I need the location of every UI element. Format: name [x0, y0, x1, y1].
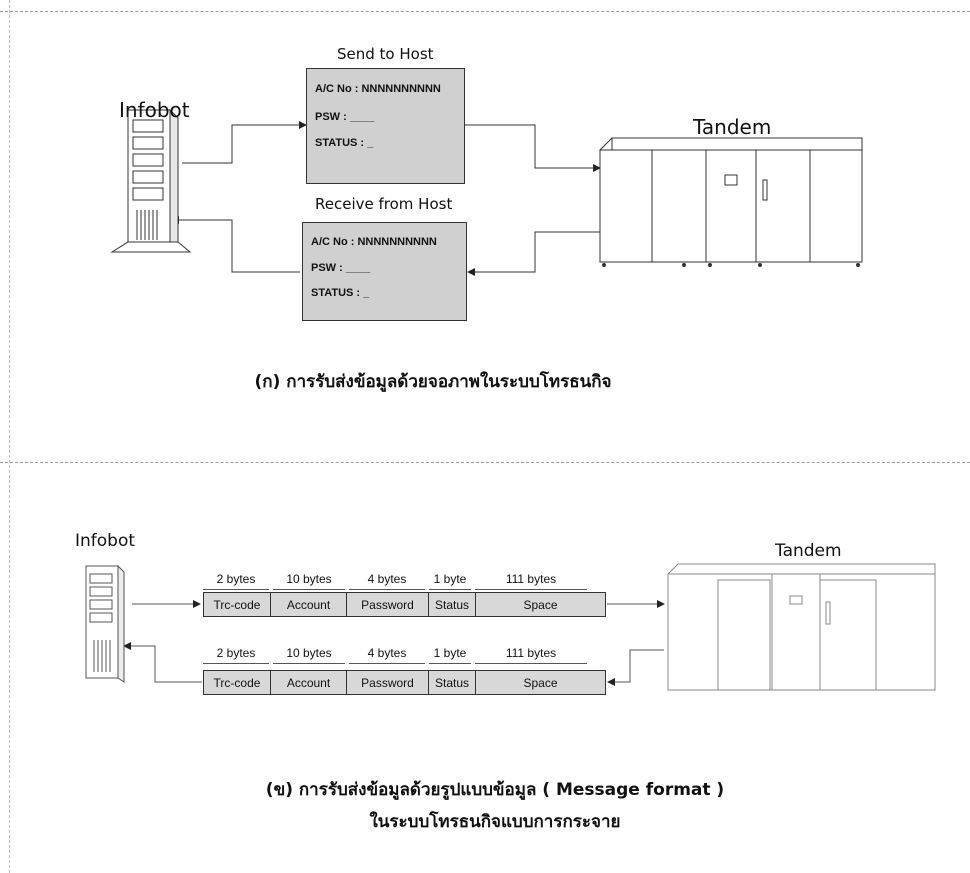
send-psw-field: PSW : ____ — [315, 111, 374, 123]
receive-field-password: Password — [347, 670, 429, 695]
send-to-host-title: Send to Host — [337, 45, 434, 63]
receive-bytes-password: 4 bytes — [349, 646, 425, 664]
receive-arrow-to-infobot — [172, 220, 300, 272]
send-acno-field: A/C No : NNNNNNNNNN — [315, 83, 441, 95]
receive-field-space: Space — [476, 670, 606, 695]
receive-message: Trc-code Account Password Status Space — [203, 670, 606, 695]
caption-a: (ก) การรับส่งข้อมูลด้วยจอภาพในระบบโทรธนก… — [160, 368, 706, 395]
receive-byte-sizes: 2 bytes 10 bytes 4 bytes 1 byte 111 byte… — [201, 646, 589, 664]
send-screen: A/C No : NNNNNNNNNN PSW : ____ STATUS : … — [306, 68, 465, 184]
tandem-mainframe-icon — [600, 138, 862, 267]
receive-bytes-space: 111 bytes — [475, 646, 587, 664]
receive-screen: A/C No : NNNNNNNNNN PSW : ____ STATUS : … — [302, 222, 467, 321]
tandem-mainframe-icon-small — [668, 564, 935, 690]
send-bytes-account: 10 bytes — [273, 572, 345, 590]
send-status-field: STATUS : _ — [315, 137, 373, 149]
send-field-status: Status — [429, 592, 476, 617]
send-bytes-trc: 2 bytes — [203, 572, 269, 590]
receive-bytes-status: 1 byte — [429, 646, 471, 664]
receive-acno-field: A/C No : NNNNNNNNNN — [311, 236, 437, 248]
send-field-space: Space — [476, 592, 606, 617]
infobot-server-icon — [112, 110, 190, 252]
send-bytes-status: 1 byte — [429, 572, 471, 590]
receive-from-host-title: Receive from Host — [315, 195, 452, 213]
infobot-label: Infobot — [119, 98, 190, 122]
receive-field-status: Status — [429, 670, 476, 695]
infobot-label-bottom: Infobot — [75, 531, 135, 551]
receive-bytes-account: 10 bytes — [273, 646, 345, 664]
send-message: Trc-code Account Password Status Space — [203, 592, 606, 617]
infobot-server-icon-small — [86, 566, 124, 682]
receive-field-account: Account — [271, 670, 347, 695]
msg-receive-arrow-out — [124, 646, 202, 682]
send-arrow-to-tandem — [463, 125, 600, 168]
send-bytes-password: 4 bytes — [349, 572, 425, 590]
receive-arrow-to-screen — [468, 232, 600, 272]
receive-psw-field: PSW : ____ — [311, 262, 370, 274]
send-field-trc-code: Trc-code — [203, 592, 271, 617]
caption-b-line2: ในระบบโทรธนกิจแบบการกระจาย — [150, 808, 840, 835]
tandem-label: Tandem — [693, 115, 771, 139]
send-field-account: Account — [271, 592, 347, 617]
caption-b-line1: (ข) การรับส่งข้อมูลด้วยรูปแบบข้อมูล ( Me… — [150, 776, 840, 803]
send-bytes-space: 111 bytes — [475, 572, 587, 590]
tandem-label-bottom: Tandem — [775, 541, 842, 561]
send-byte-sizes: 2 bytes 10 bytes 4 bytes 1 byte 111 byte… — [201, 572, 589, 590]
receive-status-field: STATUS : _ — [311, 287, 369, 299]
msg-receive-arrow-in — [608, 650, 664, 682]
send-field-password: Password — [347, 592, 429, 617]
receive-field-trc-code: Trc-code — [203, 670, 271, 695]
send-arrow-to-screen — [182, 125, 306, 163]
receive-bytes-trc: 2 bytes — [203, 646, 269, 664]
